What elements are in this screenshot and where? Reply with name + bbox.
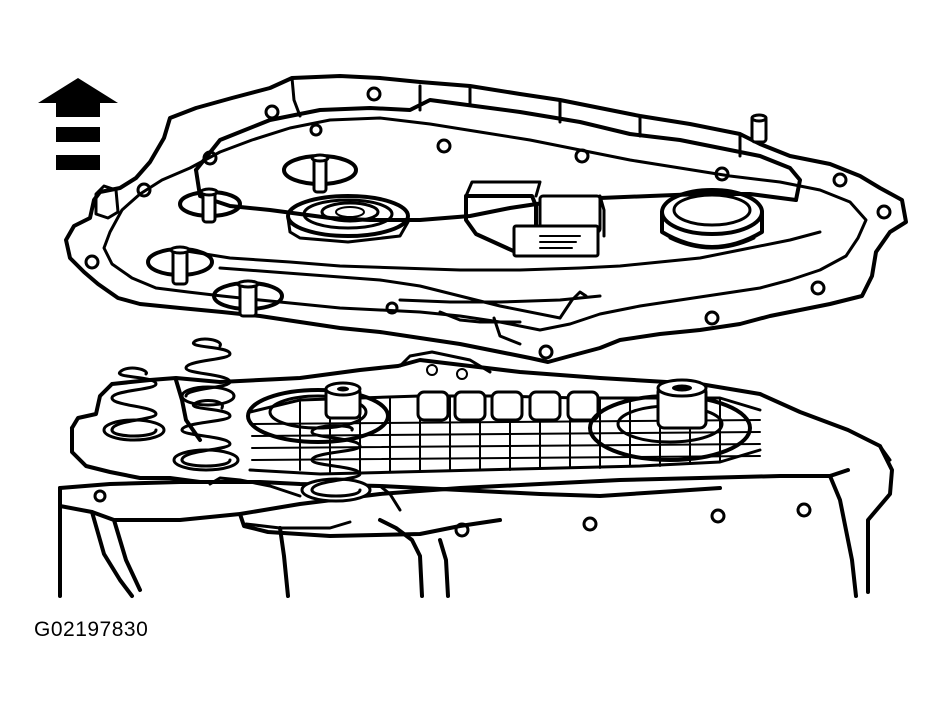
transfer-case-cover	[64, 74, 908, 364]
shaft-bore-left-bottom	[212, 279, 284, 318]
oil-seal-bore	[286, 194, 410, 244]
driven-sprocket	[588, 378, 752, 462]
shaft-bore-left-middle	[146, 245, 214, 286]
arrow-up-icon	[38, 78, 118, 170]
shaft-bore-left-top	[178, 187, 242, 224]
shift-fork-block	[464, 180, 606, 258]
figure-code-label: G02197830	[34, 618, 149, 641]
drive-sprocket	[246, 381, 390, 444]
bearing-housing	[660, 188, 764, 250]
lower-housing	[58, 350, 894, 598]
shaft-bore-upper	[282, 153, 358, 194]
spring-front-center	[172, 399, 240, 472]
spring-front-right	[300, 424, 372, 503]
spring-rear-center	[180, 337, 236, 407]
spring-rear-left	[102, 366, 166, 442]
